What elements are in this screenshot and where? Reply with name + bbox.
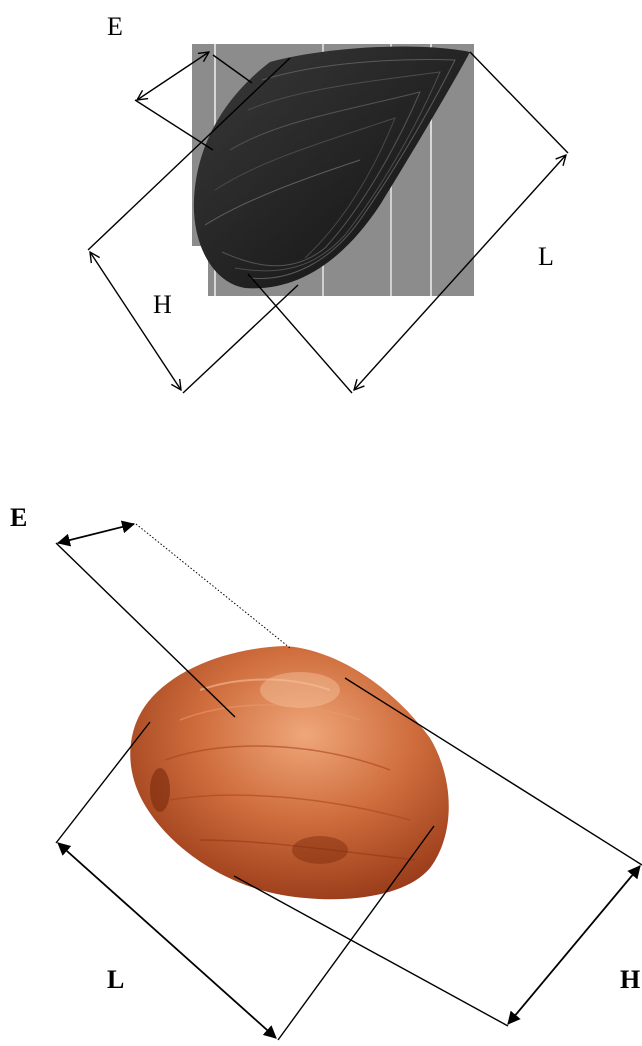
mussel-label-e: E [107, 12, 123, 41]
clam-label-l: L [107, 965, 124, 994]
clam-label-h: H [620, 965, 640, 994]
clam-measure-e [55, 520, 291, 718]
clam-shell [130, 646, 449, 900]
mussel-label-l: L [538, 242, 554, 271]
mussel-measure-e [134, 52, 253, 151]
clam-label-e: E [10, 503, 27, 532]
mussel-measure-h [87, 57, 299, 394]
mussel-shell [193, 46, 471, 289]
mussel-figure: E L H [87, 12, 569, 394]
mussel-measure-l [247, 51, 569, 394]
clam-measure-h [233, 677, 642, 1027]
clam-figure: E L H [10, 503, 642, 1041]
clam-measure-l [55, 721, 435, 1041]
mussel-label-h: H [153, 290, 172, 319]
